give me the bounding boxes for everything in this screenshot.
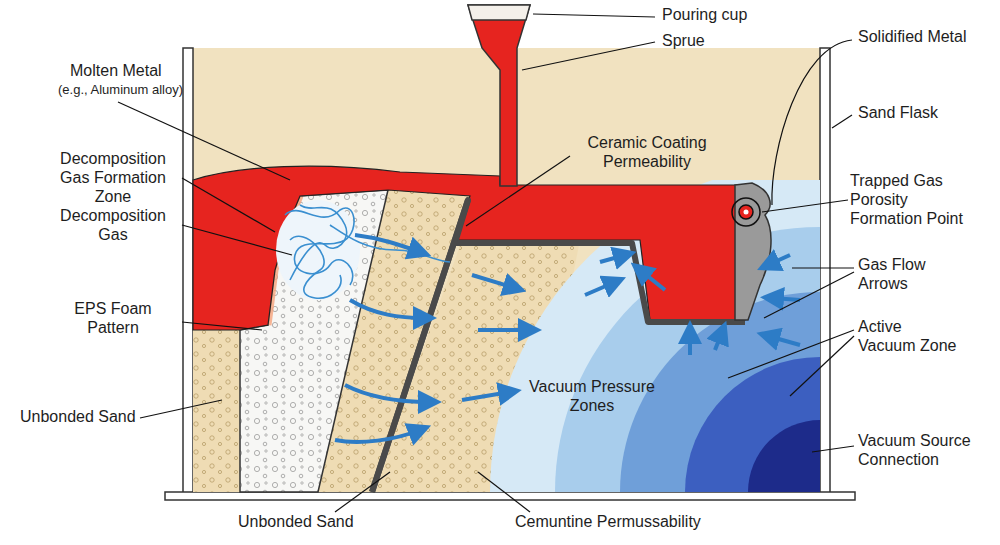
callout-label: Decomposition Gas Formation Zone (48, 150, 178, 207)
callout-label: (e.g., Aluminum alloy) (58, 82, 183, 97)
callout-label: EPS Foam Pattern (48, 300, 178, 338)
molten-metal (193, 5, 745, 330)
gas-flow-arrows (335, 235, 800, 442)
callout-label: Pouring cup (662, 6, 747, 25)
callout-label: Molten Metal (70, 62, 162, 81)
decomposition-gas (276, 200, 450, 300)
ceramic-coating (372, 200, 745, 492)
callout-label: Trapped Gas Porosity Formation Point (850, 172, 978, 229)
leader-lines (118, 14, 854, 512)
solidified-metal (732, 183, 771, 320)
callout-label: Vacuum Pressure Zones (522, 378, 662, 416)
callout-label: Ceramic Coating Permeability (572, 134, 722, 172)
callout-label: Unbonded Sand (238, 513, 354, 532)
callout-label: Sprue (662, 32, 705, 51)
callout-label: Decomposition Gas (48, 207, 178, 245)
callout-label: Active Vacuum Zone (858, 318, 962, 356)
callout-label: Gas Flow Arrows (858, 256, 968, 294)
callout-label: Sand Flask (858, 104, 938, 123)
callout-label: Vacuum Source Connection (858, 432, 993, 470)
callout-label: Cemuntine Permussability (515, 513, 701, 532)
callout-label: Solidified Metal (858, 28, 967, 47)
callout-label: Unbonded Sand (20, 408, 136, 427)
